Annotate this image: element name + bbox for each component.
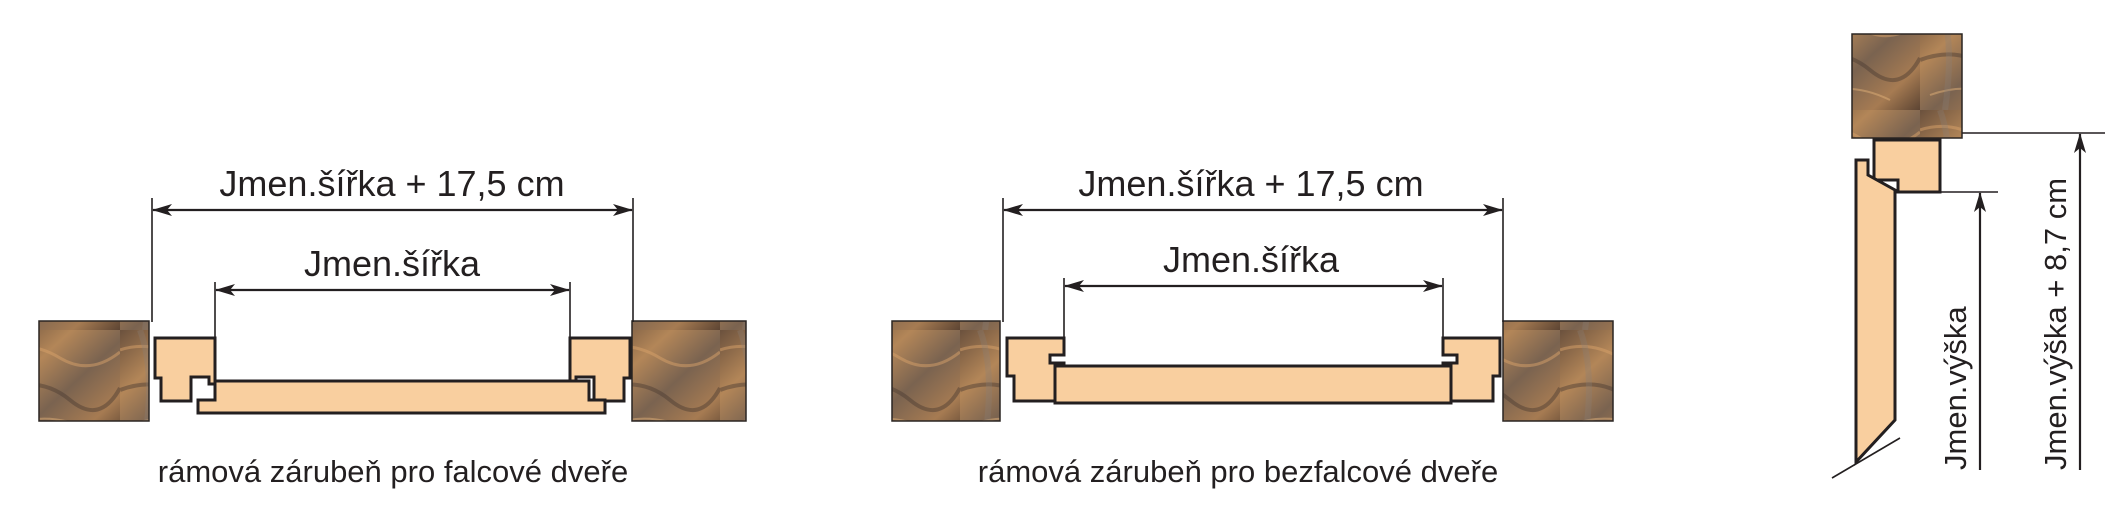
middle-outer-dim-label: Jmen.šířka + 17,5 cm bbox=[1078, 163, 1423, 204]
left-door-leaf bbox=[196, 379, 607, 415]
right-outer-dim-label: Jmen.výška + 8,7 cm bbox=[2038, 178, 2073, 470]
right-wall-top bbox=[1851, 33, 1963, 139]
middle-caption: rámová zárubeň pro bezfalcové dveře bbox=[978, 454, 1498, 489]
right-section: Jmen.výška Jmen.výška + 8,7 cm bbox=[1831, 33, 2105, 479]
left-caption: rámová zárubeň pro falcové dveře bbox=[158, 454, 628, 489]
left-frame-left-profile bbox=[153, 336, 217, 403]
right-door-leaf bbox=[1854, 158, 1897, 466]
left-section: Jmen.šířka + 17,5 cm Jmen.šířka rámová z… bbox=[38, 163, 747, 489]
middle-section: Jmen.šířka + 17,5 cm Jmen.šířka rámová z… bbox=[891, 163, 1614, 489]
middle-wall-left bbox=[891, 320, 1001, 422]
left-wall-right bbox=[631, 320, 747, 422]
middle-inner-dim-label: Jmen.šířka bbox=[1163, 239, 1340, 280]
left-inner-dim-label: Jmen.šířka bbox=[304, 243, 481, 284]
right-inner-dim-label: Jmen.výška bbox=[1938, 306, 1973, 470]
middle-door-leaf bbox=[1053, 364, 1453, 405]
left-outer-dim-label: Jmen.šířka + 17,5 cm bbox=[219, 163, 564, 204]
middle-wall-right bbox=[1502, 320, 1614, 422]
left-wall-left bbox=[38, 320, 150, 422]
